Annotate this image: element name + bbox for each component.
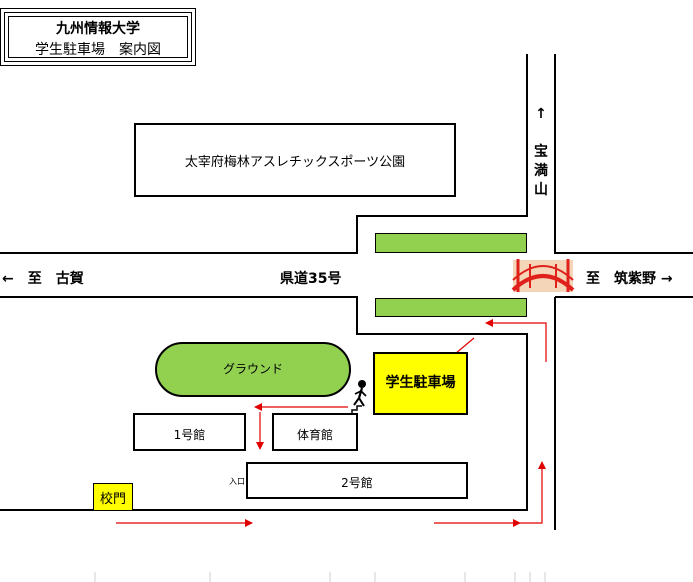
walking-person-icon <box>347 380 367 415</box>
park-label: 太宰府梅林アスレチックスポーツ公園 <box>184 155 406 170</box>
gymnasium <box>272 413 358 451</box>
map-title-box: 九州情報大学 学生駐車場 案内図 <box>0 8 196 66</box>
building-1-label: 1号館 <box>173 428 206 442</box>
north-char-1: 宝 <box>534 144 548 160</box>
entrance-label: 入口 <box>229 477 245 486</box>
building-1 <box>133 413 246 451</box>
route-arrow-up-east <box>520 461 546 524</box>
sports-ground <box>155 342 351 397</box>
school-gate <box>93 483 133 511</box>
direction-west: ← 至 古賀 <box>2 271 84 287</box>
building-2-label: 2号館 <box>341 476 373 490</box>
road-outlines <box>0 54 693 530</box>
map-title: 九州情報大学 <box>56 21 140 37</box>
north-char-3: 山 <box>534 182 548 198</box>
median-south <box>375 298 527 317</box>
road-label: 県道35号 <box>280 271 342 287</box>
route-arrow-from-east <box>485 319 547 362</box>
student-parking <box>373 352 468 415</box>
north-arrow: ↑ <box>535 106 547 122</box>
north-char-2: 満 <box>534 163 548 179</box>
bridge-icon <box>511 259 575 292</box>
bottom-ticks <box>94 572 546 582</box>
median-north <box>375 233 527 253</box>
map-subtitle: 学生駐車場 案内図 <box>35 42 161 58</box>
ground-label: グラウンド <box>222 362 283 376</box>
direction-east: 至 筑紫野 → <box>586 271 673 287</box>
parking-label: 学生駐車場 <box>385 375 456 391</box>
gymnasium-label: 体育館 <box>296 428 333 442</box>
school-gate-label: 校門 <box>99 492 126 507</box>
building-2 <box>246 462 468 499</box>
